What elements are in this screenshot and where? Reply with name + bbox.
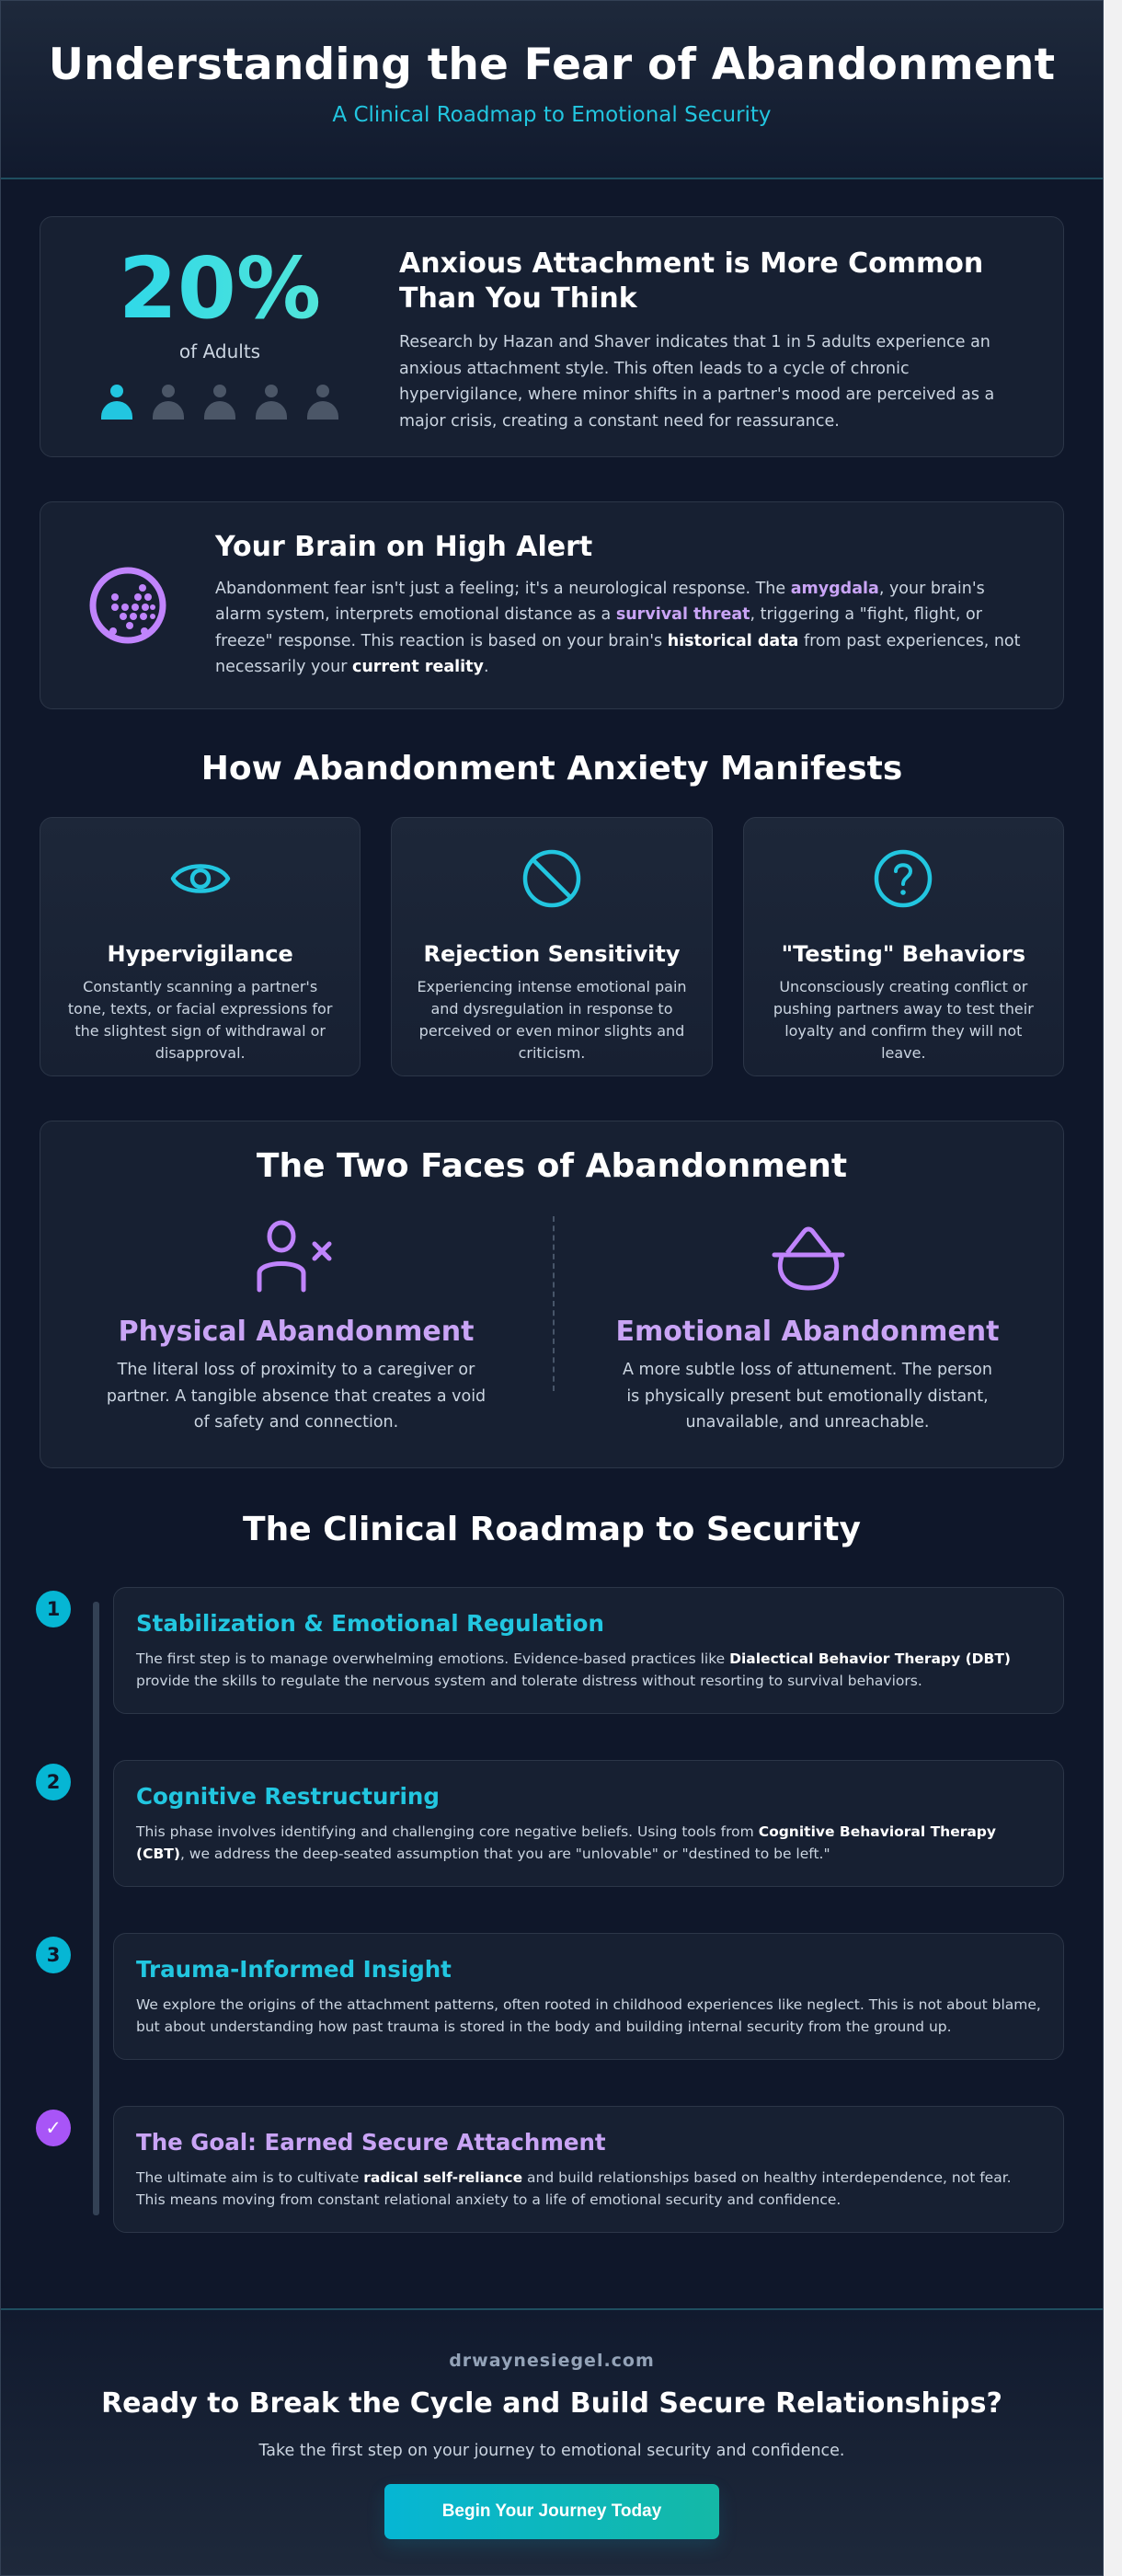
step-body: This phase involves identifying and chal… [136,1821,1041,1865]
person-icon [256,385,287,420]
stat-description: Anxious Attachment is More Common Than Y… [399,217,1063,434]
roadmap-step-goal: ✓ The Goal: Earned Secure Attachment The… [36,2106,1064,2233]
step-text: We explore the origins of the attachment… [136,1996,1041,2035]
emotional-distance-icon [772,1226,845,1291]
timeline-rail [93,1602,99,2215]
manifests-grid: Hypervigilance Constantly scanning a par… [40,817,1064,1076]
person-highlighted-icon [101,385,132,420]
person-icon [153,385,184,420]
brain-card: Your Brain on High Alert Abandonment fea… [40,501,1064,709]
step-title: The Goal: Earned Secure Attachment [136,2129,606,2156]
step-text: The ultimate aim is to cultivate [136,2169,364,2186]
people-pictogram [40,385,399,420]
manifest-card-hypervigilance: Hypervigilance Constantly scanning a par… [40,817,361,1076]
stat-heading: Anxious Attachment is More Common Than Y… [399,247,984,315]
stat-label: of Adults [178,340,261,362]
checkmark-icon: ✓ [36,2110,71,2146]
term-radical-self-reliance: radical self-reliance [363,2169,523,2186]
step-text: The first step is to manage overwhelming… [136,1650,730,1667]
step-card: Cognitive Restructuring This phase invol… [113,1760,1064,1887]
manifest-card-title: "Testing" Behaviors [781,941,1026,967]
roadmap-step-2: 2 Cognitive Restructuring This phase inv… [36,1760,1064,1887]
step-text: and build relationships based on healthy… [136,2169,1012,2208]
manifest-card-body: Unconsciously creating conflict or pushi… [773,978,1034,1062]
page-subtitle: A Clinical Roadmap to Emotional Security [332,103,772,127]
two-faces-row: Physical Abandonment The literal loss of… [40,1216,1063,1436]
manifests-title: How Abandonment Anxiety Manifests [200,750,903,788]
step-body: The first step is to manage overwhelming… [136,1648,1041,1692]
step-title: Cognitive Restructuring [136,1783,440,1810]
term-historical-data: historical data [667,631,799,650]
brain-heading: Your Brain on High Alert [215,530,593,563]
face-body: The literal loss of proximity to a careg… [106,1361,487,1432]
step-card: Trauma-Informed Insight We explore the o… [113,1933,1064,2060]
brain-text: . [483,658,489,676]
stat-figure: 20% of Adults [40,217,399,420]
manifest-card-rejection: Rejection Sensitivity Experiencing inten… [391,817,713,1076]
manifest-card-testing: "Testing" Behaviors Unconsciously creati… [742,817,1064,1076]
manifest-card-body: Experiencing intense emotional pain and … [417,978,687,1062]
step-number-badge: 3 [36,1937,71,1973]
stat-body: Research by Hazan and Shaver indicates t… [399,333,995,431]
step-body: We explore the origins of the attachment… [136,1994,1041,2038]
two-faces-card: The Two Faces of Abandonment Physical Ab… [40,1121,1064,1468]
term-survival-threat: survival threat [615,605,750,624]
brain-text: from past experiences, not necessarily y… [215,631,1021,677]
face-title: Physical Abandonment [118,1316,475,1348]
question-icon [875,849,933,908]
footer-heading: Ready to Break the Cycle and Build Secur… [101,2387,1002,2420]
manifest-card-title: Rejection Sensitivity [423,941,681,967]
term-cbt: Cognitive Behavioral Therapy (CBT) [136,1823,997,1862]
user-remove-icon [257,1220,332,1293]
step-text: , we address the deep-seated assumption … [179,1846,830,1862]
manifest-card-title: Hypervigilance [107,941,293,967]
page-footer: drwaynesiegel.com Ready to Break the Cyc… [1,2308,1103,2575]
page-title: Understanding the Fear of Abandonment [48,40,1056,90]
brain-text: , your brain's alarm system, interprets … [215,579,985,625]
stat-card: 20% of Adults Anxious Attachment is More… [40,216,1064,457]
brain-icon [89,567,166,644]
roadmap-step-3: 3 Trauma-Informed Insight We explore the… [36,1933,1064,2060]
face-emotional: Emotional Abandonment A more subtle loss… [552,1216,1063,1436]
face-body: A more subtle loss of attunement. The pe… [623,1361,992,1432]
term-dbt: Dialectical Behavior Therapy (DBT) [729,1650,1012,1667]
stat-value: 20% [40,243,399,335]
brain-text: Abandonment fear isn't just a feeling; i… [215,579,791,598]
step-number-badge: 1 [36,1591,71,1627]
brain-text: , triggering a "fight, flight, or freeze… [215,605,982,650]
page-header: Understanding the Fear of Abandonment A … [1,1,1103,179]
footer-body: Take the first step on your journey to e… [258,2442,845,2460]
two-faces-title: The Two Faces of Abandonment [256,1147,848,1185]
term-amygdala: amygdala [790,579,879,598]
roadmap-timeline: 1 Stabilization & Emotional Regulation T… [36,1587,1064,2270]
website-link[interactable]: drwaynesiegel.com [449,2351,655,2371]
faces-divider [553,1216,555,1391]
step-title: Stabilization & Emotional Regulation [136,1610,604,1637]
step-title: Trauma-Informed Insight [136,1956,452,1983]
roadmap-step-1: 1 Stabilization & Emotional Regulation T… [36,1587,1064,1714]
step-card: Stabilization & Emotional Regulation The… [113,1587,1064,1714]
main-content: 20% of Adults Anxious Attachment is More… [1,179,1103,2270]
prohibited-icon [522,849,581,908]
step-body: The ultimate aim is to cultivate radical… [136,2167,1041,2211]
begin-journey-button[interactable]: Begin Your Journey Today [384,2484,719,2539]
face-title: Emotional Abandonment [615,1316,1000,1348]
person-icon [307,385,338,420]
manifest-card-body: Constantly scanning a partner's tone, te… [67,978,333,1062]
term-current-reality: current reality [351,658,484,676]
step-number-badge: 2 [36,1764,71,1800]
face-physical: Physical Abandonment The literal loss of… [40,1216,552,1436]
step-text: This phase involves identifying and chal… [136,1823,759,1840]
step-text: provide the skills to regulate the nervo… [136,1673,922,1689]
roadmap-title: The Clinical Roadmap to Security [243,1511,861,1548]
person-icon [204,385,235,420]
brain-body: Abandonment fear isn't just a feeling; i… [215,576,1026,681]
eye-icon [170,864,230,893]
step-card: The Goal: Earned Secure Attachment The u… [113,2106,1064,2233]
brain-description: Your Brain on High Alert Abandonment fea… [215,531,1063,681]
